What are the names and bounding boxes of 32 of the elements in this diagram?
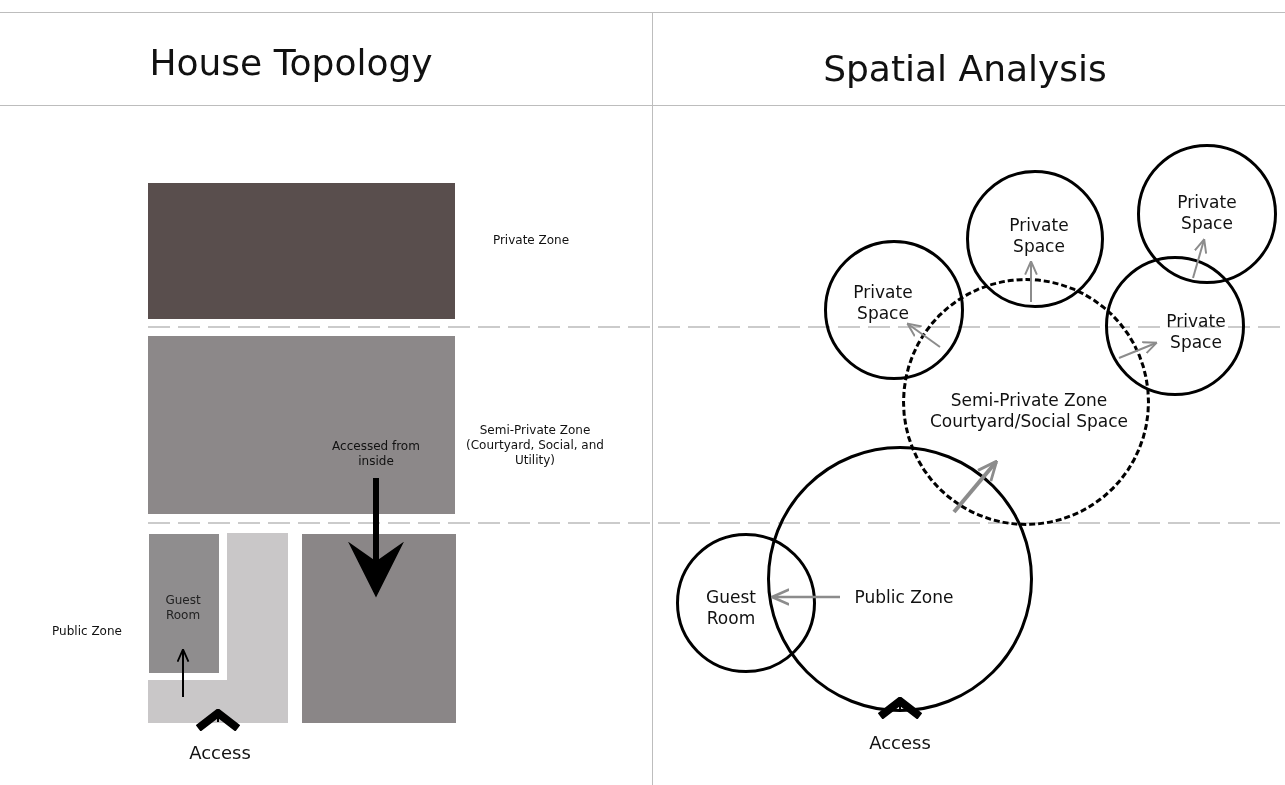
node-text: Private Space — [1176, 191, 1238, 235]
node-text: Public Zone — [854, 587, 954, 609]
zone-block — [148, 183, 455, 319]
node-text: Semi-Private Zone — [950, 389, 1108, 411]
node-text: Private Space — [1008, 214, 1070, 258]
access-chevron — [194, 709, 242, 733]
arrow — [1024, 260, 1038, 303]
node-text: Private Space — [852, 281, 914, 325]
node-text: Private Space — [1165, 310, 1227, 354]
arrow — [1118, 341, 1158, 359]
zone-label: Private Zone — [491, 232, 571, 248]
arrow — [1192, 238, 1208, 279]
arrow — [906, 322, 941, 348]
arrow — [770, 588, 840, 606]
zone-block — [302, 534, 456, 723]
access-chevron — [876, 697, 924, 721]
node-text: Access — [869, 731, 931, 755]
panel-heading: House Topology — [148, 40, 434, 85]
arrow — [348, 478, 404, 598]
zone-label: Public Zone — [51, 623, 123, 639]
panel-heading: Spatial Analysis — [822, 46, 1108, 91]
node-text: Accessed from inside — [331, 439, 421, 469]
zone-block — [149, 534, 219, 673]
zone-block — [148, 336, 455, 514]
node-text: Guest Room — [164, 593, 202, 623]
corridor-shape — [148, 533, 288, 723]
arrow — [952, 459, 999, 514]
node-text: Guest Room — [705, 586, 757, 630]
node-text: Courtyard/Social Space — [930, 411, 1128, 433]
node-text: Access — [189, 741, 251, 765]
zone-label: Semi-Private Zone (Courtyard, Social, and Utility) — [465, 422, 605, 468]
arrow — [176, 648, 190, 698]
